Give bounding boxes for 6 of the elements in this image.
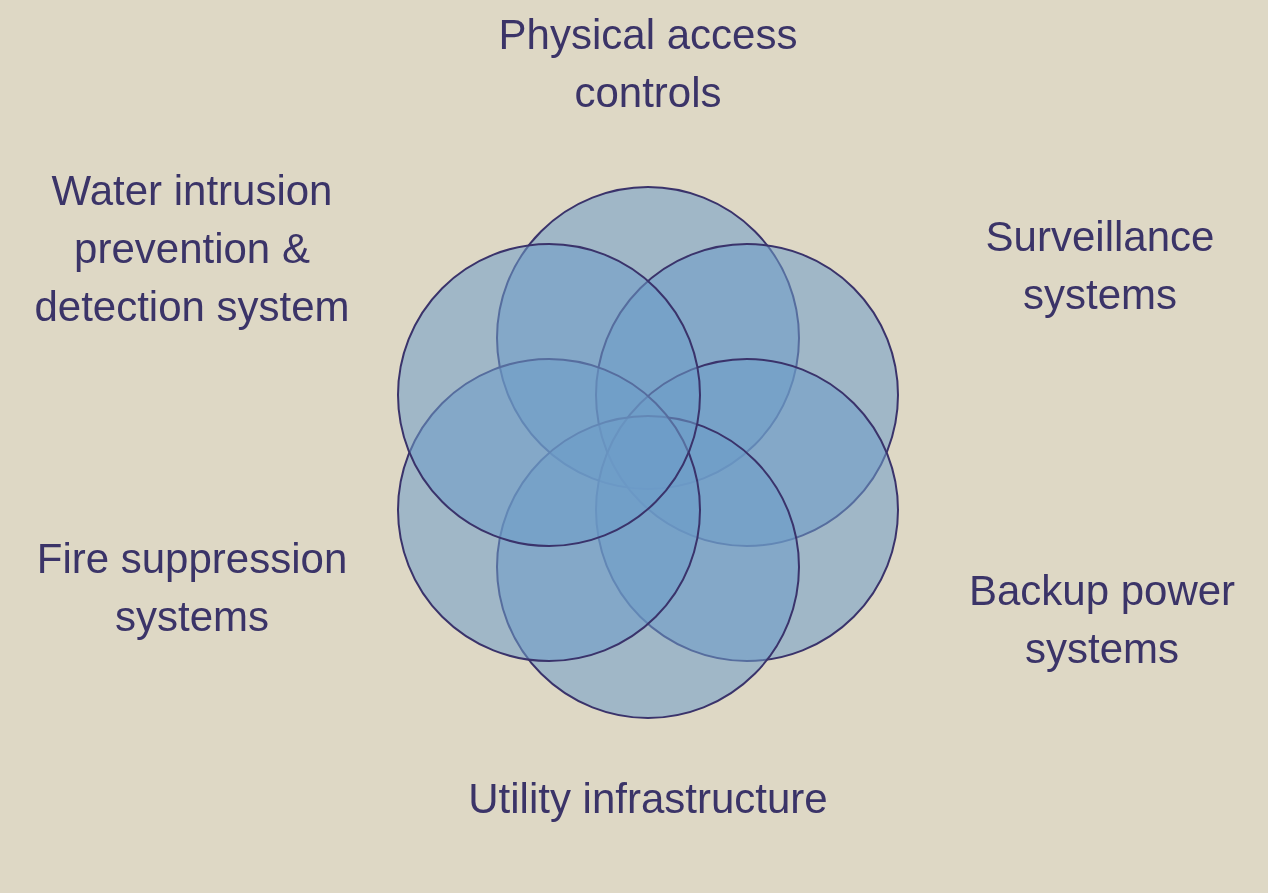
category-label: Backup power systems <box>967 566 1237 674</box>
category-label: Fire suppression systems <box>35 534 349 642</box>
category-label: Utility infrastructure <box>468 774 828 824</box>
category-label: Water intrusion prevention & detection system <box>33 166 351 332</box>
category-label: Surveillance systems <box>984 212 1216 320</box>
category-label: Physical access controls <box>497 10 799 118</box>
